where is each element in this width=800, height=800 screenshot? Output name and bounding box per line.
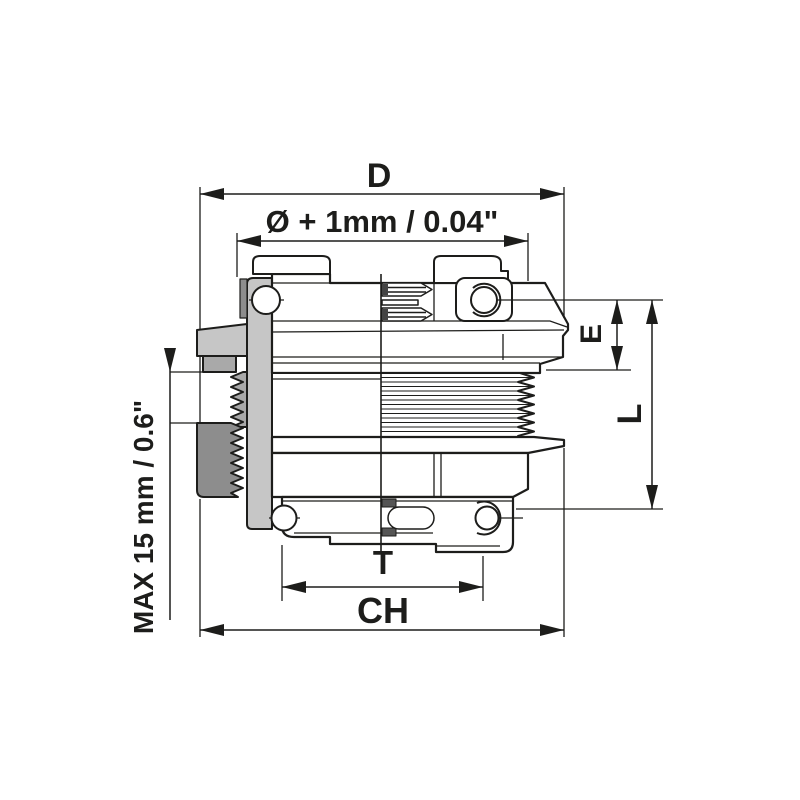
bottom-slot — [387, 506, 435, 530]
label-e: E — [575, 324, 608, 344]
screw-top-left — [251, 285, 281, 315]
dimension-lines — [169, 187, 663, 637]
screw-bottom-left — [270, 504, 298, 532]
finger-section-top — [381, 498, 397, 508]
cap-right — [433, 255, 509, 284]
extension-lines — [170, 187, 663, 637]
plate-edge-strip — [239, 278, 248, 319]
label-l: L — [611, 404, 649, 425]
body-internal-lines — [271, 274, 568, 551]
thread-lines — [381, 376, 534, 433]
body-lower-shoulder — [270, 435, 566, 455]
label-t: T — [373, 544, 393, 581]
finger-section-bottom — [381, 527, 397, 537]
thread-stub-upper — [230, 371, 248, 428]
thread-nut-lower — [196, 422, 244, 498]
cap-left — [252, 255, 331, 275]
label-ch: CH — [357, 590, 409, 631]
label-diameter: Ø + 1mm / 0.04" — [266, 204, 499, 239]
flange-step-block — [202, 355, 237, 373]
dimension-labels: D Ø + 1mm / 0.04" T CH E L MAX 15 mm / 0… — [128, 157, 649, 634]
arrowheads — [164, 188, 658, 636]
flange-and-thread-section — [196, 277, 273, 530]
flange-arm — [196, 323, 248, 357]
label-max: MAX 15 mm / 0.6" — [128, 400, 159, 634]
body-lower-nut — [270, 451, 530, 499]
flange-plate — [246, 277, 273, 530]
lug-hole — [470, 286, 498, 314]
label-d: D — [367, 157, 392, 195]
spring-fingers — [381, 282, 435, 537]
screw-bottom-right — [474, 505, 500, 531]
